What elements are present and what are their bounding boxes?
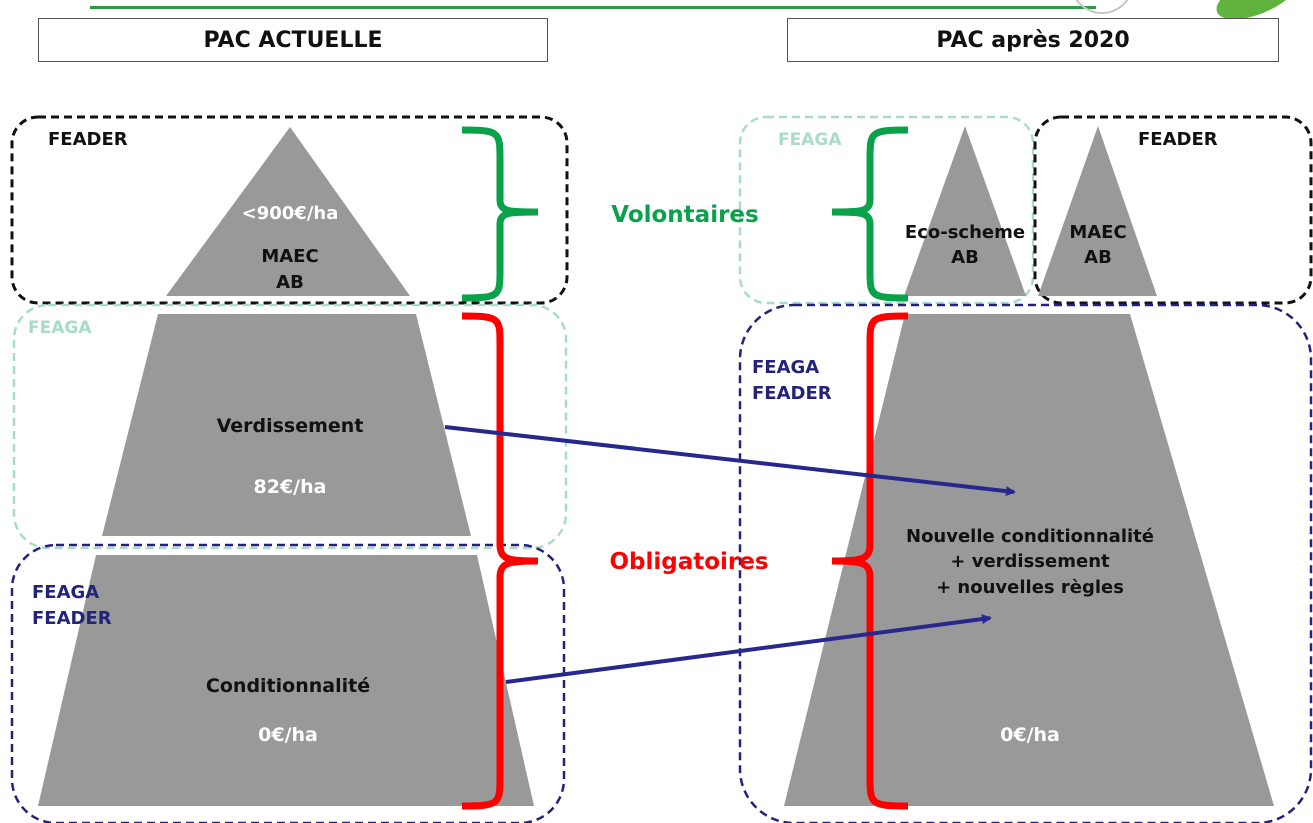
header-current-cap: PAC ACTUELLE [38,18,548,62]
left-feaga-feader-box [10,543,566,823]
left-top-ab: AB [276,272,304,293]
right-nouvelle-conditionnalite: Nouvelle conditionnalité [906,526,1154,547]
left-voluntary-brace [461,126,539,302]
right-big-pyramid [784,314,1274,806]
right-plus-nouvelles-regles: + nouvelles règles [936,577,1124,598]
left-feaga-label: FEAGA [28,318,92,338]
left-feader-label: FEADER [48,129,128,150]
left-pyramid-top [166,127,410,296]
right-eco-scheme-line1: Eco-scheme [905,222,1025,243]
header-future-cap: PAC après 2020 [787,18,1279,62]
left-mandatory-brace [461,312,539,810]
mandatory-label: Obligatoires [609,549,768,575]
right-maec-line2: AB [1084,247,1112,268]
left-top-price: <900€/ha [242,203,339,224]
right-feaga-feader-label-2: FEADER [752,383,832,404]
right-feaga-feader-box [738,303,1313,823]
right-feader-box [1033,115,1313,305]
left-feaga-box [12,303,568,550]
left-conditionnalite-price: 0€/ha [258,724,318,746]
right-maec-pyramid [1038,126,1157,296]
left-verdissement-price: 82€/ha [254,476,327,498]
header-rule [90,6,1096,9]
right-feaga-label: FEAGA [778,130,842,150]
right-big-price: 0€/ha [1000,724,1060,746]
arrow-verdissement [444,425,1016,497]
right-voluntary-brace [831,126,909,302]
arrow-conditionnalite [505,614,992,684]
left-feader-box [10,115,569,305]
left-conditionnalite-title: Conditionnalité [206,675,370,697]
right-eco-scheme-pyramid [904,126,1026,296]
left-pyramid-middle [102,314,471,536]
right-feader-label: FEADER [1138,129,1218,150]
left-pyramid-bottom [38,555,534,806]
left-feaga-feader-label-2: FEADER [32,608,112,629]
left-verdissement-title: Verdissement [217,415,364,437]
left-feaga-feader-label-1: FEAGA [32,582,99,603]
right-plus-verdissement: + verdissement [950,551,1110,572]
right-feaga-feader-label-1: FEAGA [752,357,819,378]
voluntary-label: Volontaires [611,202,758,228]
right-maec-line1: MAEC [1069,222,1126,243]
left-top-maec: MAEC [261,246,318,267]
header-future-cap-title: PAC après 2020 [936,27,1130,53]
header-current-cap-title: PAC ACTUELLE [203,27,383,53]
right-eco-scheme-line2: AB [951,247,979,268]
right-mandatory-brace [831,312,909,810]
right-feaga-box [738,115,1035,305]
